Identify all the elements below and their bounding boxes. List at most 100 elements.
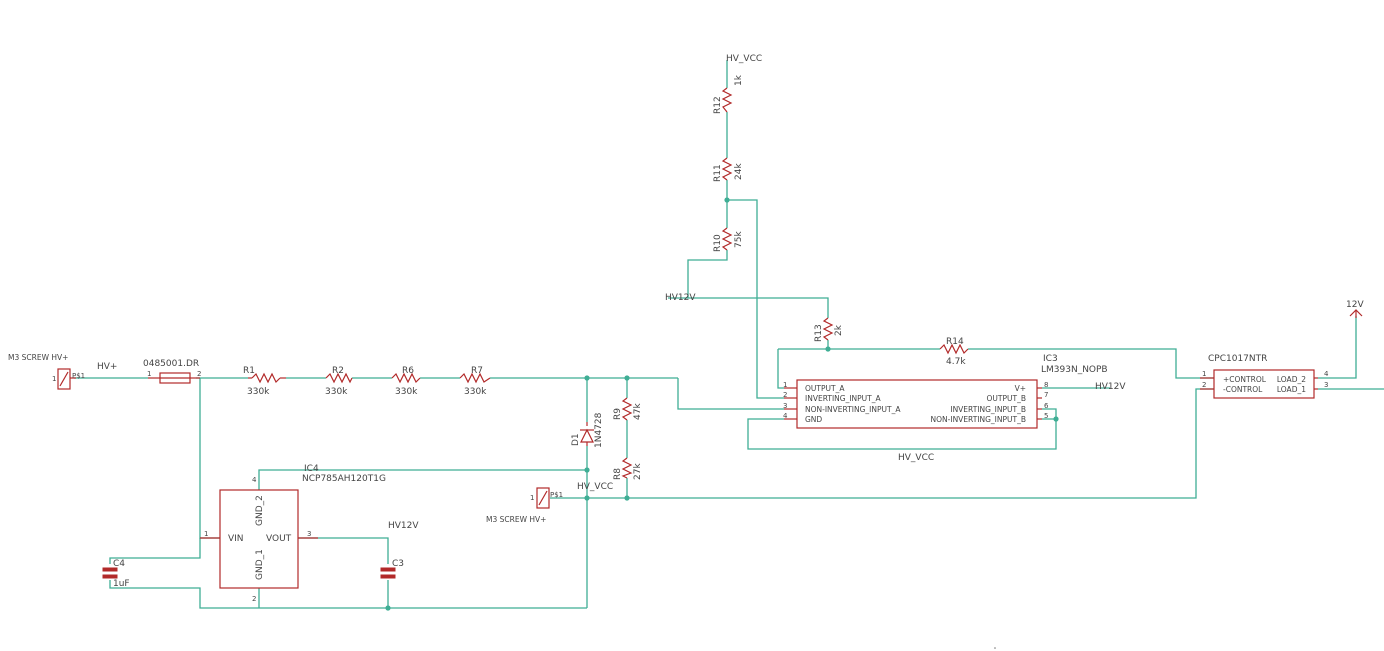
r6-name: R6 — [402, 366, 414, 376]
r8-value: 27k — [633, 463, 643, 480]
wire-ic3-gnd-loop[interactable] — [747, 418, 1057, 450]
r14-name: R14 — [946, 337, 964, 347]
net-hv-vcc-top: HV_VCC — [726, 54, 762, 64]
net-hv12v-reg: HV12V — [388, 521, 419, 531]
cpc-pin-load1: LOAD_1 — [1277, 385, 1306, 394]
cpc-pin-pcontrol: +CONTROL — [1223, 375, 1267, 384]
wire-hv12-r13[interactable] — [668, 297, 829, 318]
screw2-label: M3 SCREW HV+ — [486, 515, 546, 524]
r7-value: 330k — [464, 387, 487, 397]
resistor-r9[interactable]: R9 47k — [613, 397, 643, 421]
r13-value: 2k — [834, 324, 844, 336]
net-hv-plus: HV+ — [97, 362, 117, 372]
resistor-r7[interactable]: R7 330k — [459, 366, 491, 397]
ic3-pin-noninv-a: NON-INVERTING_INPUT_A — [805, 405, 901, 414]
wire-cpc-load2[interactable] — [1318, 316, 1357, 379]
net-hv-vcc-mid: HV_VCC — [577, 482, 613, 492]
ic4-value: NCP785AH120T1G — [302, 474, 386, 484]
fuse-pin1: 1 — [147, 370, 151, 378]
resistor-r6[interactable]: R6 330k — [391, 366, 421, 397]
ic3-pin-inv-b: INVERTING_INPUT_B — [950, 405, 1026, 414]
fuse-pin2: 2 — [197, 370, 201, 378]
c4-name: C4 — [113, 559, 125, 569]
resistor-r14[interactable]: R14 4.7k — [939, 337, 969, 367]
r12-name: R12 — [713, 96, 723, 114]
wire-r14-right[interactable] — [968, 348, 1214, 379]
ic4-pin-vin: VIN — [228, 534, 244, 544]
ic4-pin-gnd1: GND_1 — [255, 549, 265, 580]
ic3-num-1: 1 — [783, 381, 787, 389]
wire-fuse-vin[interactable] — [199, 378, 220, 539]
d1-value: 1N4728 — [594, 412, 604, 448]
wire-ic3-pin5-6[interactable] — [1042, 408, 1057, 420]
r7-name: R7 — [471, 366, 483, 376]
net-hv-vcc-bottom: HV_VCC — [898, 453, 934, 463]
wire-c4-top[interactable] — [109, 538, 201, 564]
junctions — [385, 197, 1059, 611]
r2-name: R2 — [332, 366, 344, 376]
resistor-r12[interactable]: R12 1k — [713, 74, 744, 114]
ic3-pin-output-a: OUTPUT_A — [805, 384, 845, 393]
r9-value: 47k — [633, 403, 643, 420]
capacitor-c3[interactable]: C3 — [380, 559, 404, 579]
r2-value: 330k — [325, 387, 348, 397]
ic3-pin-gnd: GND — [805, 415, 822, 424]
ic4-num-vout: 3 — [307, 530, 311, 538]
r9-name: R9 — [613, 408, 623, 420]
r12-value: 1k — [734, 74, 744, 86]
wire-c4-bot[interactable] — [109, 580, 587, 609]
wire-node-ic3[interactable] — [677, 378, 784, 410]
r6-value: 330k — [395, 387, 418, 397]
resistor-r2[interactable]: R2 330k — [325, 366, 353, 397]
c3-name: C3 — [392, 559, 404, 569]
cpc1017-relay[interactable]: +CONTROL -CONTROL LOAD_2 LOAD_1 1 2 4 3 … — [1200, 354, 1329, 399]
fuse-name: 0485001.DR — [143, 359, 199, 369]
cpc-pin-load2: LOAD_2 — [1277, 375, 1306, 384]
ic4-num-gnd2: 4 — [252, 476, 257, 484]
cpc-pin-ncontrol: -CONTROL — [1223, 385, 1263, 394]
screw-terminal-1[interactable]: M3 SCREW HV+ P$1 1 — [8, 353, 85, 390]
ic3-pin-inv-a: INVERTING_INPUT_A — [805, 394, 881, 403]
ic4-regulator[interactable]: VIN VOUT GND_1 GND_2 1 3 2 4 IC4 NCP785A… — [200, 464, 386, 603]
cpc-name: CPC1017NTR — [1208, 354, 1267, 364]
resistor-r1[interactable]: R1 330k — [243, 366, 286, 397]
c4-value: 1uF — [113, 579, 130, 589]
wire-r11-node[interactable] — [727, 199, 784, 399]
cpc-num-1: 1 — [1202, 370, 1206, 378]
r11-name: R11 — [713, 164, 723, 182]
resistor-r11[interactable]: R11 24k — [713, 157, 744, 182]
stray-dot — [994, 647, 996, 649]
capacitor-c4[interactable]: C4 1uF — [102, 559, 130, 589]
fuse[interactable]: 0485001.DR 1 2 — [143, 359, 201, 384]
r13-name: R13 — [814, 324, 824, 342]
wire-r10-hv12[interactable] — [687, 250, 728, 298]
wire-out-a[interactable] — [777, 349, 784, 389]
resistor-r10[interactable]: R10 75k — [713, 227, 744, 252]
ic3-num-6: 6 — [1044, 402, 1049, 410]
screw1-pad: P$1 — [72, 372, 85, 380]
ic3-comparator[interactable]: OUTPUT_A INVERTING_INPUT_A NON-INVERTING… — [783, 354, 1108, 429]
r10-value: 75k — [734, 231, 744, 248]
ic3-pin-noninv-b: NON-INVERTING_INPUT_B — [931, 415, 1026, 424]
screw1-label: M3 SCREW HV+ — [8, 353, 68, 362]
wire-ic4-gnd2[interactable] — [258, 469, 587, 490]
ic3-value: LM393N_NOPB — [1041, 365, 1108, 375]
diode-d1[interactable]: D1 1N4728 — [571, 412, 604, 448]
ic3-pin-output-b: OUTPUT_B — [987, 394, 1026, 403]
r1-name: R1 — [243, 366, 255, 376]
net-hv12v-comp: HV12V — [1095, 382, 1126, 392]
cpc-num-3: 3 — [1324, 381, 1328, 389]
resistor-r13[interactable]: R13 2k — [814, 317, 844, 342]
ic3-num-5: 5 — [1044, 412, 1048, 420]
wire-vout-c3[interactable] — [298, 537, 389, 564]
net-hv12v-left: HV12V — [665, 293, 696, 303]
ic4-pin-gnd2: GND_2 — [255, 495, 265, 526]
screw2-pin: 1 — [530, 494, 534, 502]
ic4-num-vin: 1 — [204, 530, 208, 538]
resistor-r8[interactable]: R8 27k — [613, 457, 643, 480]
ic4-pin-vout: VOUT — [266, 534, 292, 544]
ic4-name: IC4 — [304, 464, 319, 474]
r1-value: 330k — [247, 387, 270, 397]
screw-terminal-2[interactable]: M3 SCREW HV+ P$1 1 — [486, 487, 563, 524]
